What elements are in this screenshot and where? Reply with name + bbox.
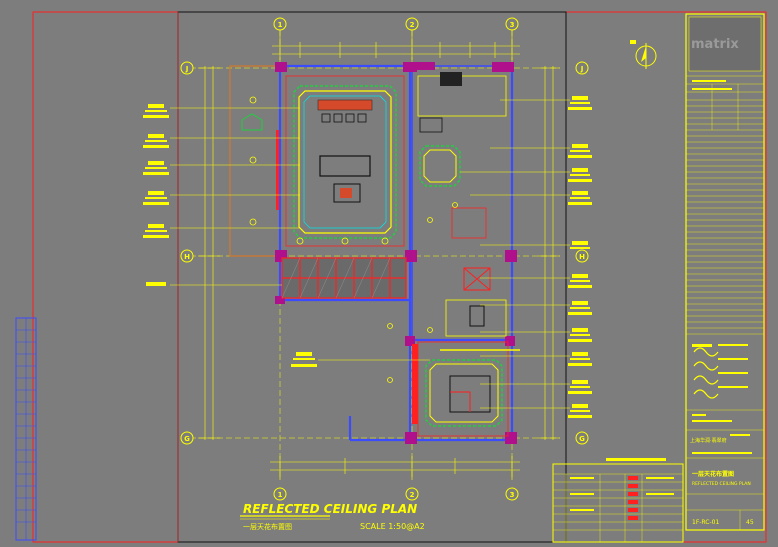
sheet-title-cn: 一层天花布置图 [692, 470, 734, 478]
left-callouts [143, 104, 430, 367]
drawing-title: REFLECTED CEILING PLAN [243, 502, 417, 516]
title-block [685, 13, 765, 531]
grid-label-row-j-left: J [185, 65, 189, 73]
living-room-ceiling [241, 75, 405, 247]
grid-bubble-col-3-bottom [505, 487, 519, 501]
grid-label-col-1-top: 1 [278, 21, 283, 29]
grid-label-row-g-right: G [579, 435, 585, 443]
right-callouts [460, 96, 592, 418]
grid-label-row-g-left: G [184, 435, 190, 443]
grid-bubble-row-h-right [575, 249, 589, 263]
building-walls [275, 62, 517, 444]
grid-label-col-2-top: 2 [410, 21, 415, 29]
grid-label-row-j-right: J [580, 65, 584, 73]
drawing-title-cn: 一层天花布置图 [243, 522, 292, 531]
left-dimensions [198, 66, 220, 440]
sheet-info-table [552, 458, 684, 543]
grid-bubble-row-h-left [180, 249, 194, 263]
grid-label-col-3-top: 3 [510, 21, 515, 29]
grid-label-row-h-right: H [579, 253, 585, 261]
grid-label-col-2-bottom: 2 [410, 491, 415, 499]
grid-bubble-col-3-top [505, 17, 519, 31]
top-dimensions [272, 30, 520, 60]
corridor-lamps [387, 202, 458, 383]
company-logo: matrix [691, 37, 739, 52]
kitchen-ceiling [417, 72, 507, 291]
project-name: 上海华润·翡翠府 [690, 437, 727, 444]
drawing-number: 1F-RC-01 [692, 519, 719, 526]
grid-bubble-col-2-bottom [405, 487, 419, 501]
sheet-title-en: REFLECTED CEILING PLAN [692, 481, 751, 487]
grid-bubble-col-2-top [405, 17, 419, 31]
grid-lines [190, 30, 560, 480]
left-legend-table [15, 317, 37, 541]
grid-label-row-h-left: H [184, 253, 190, 261]
grid-bubble-row-g-right [575, 431, 589, 445]
drawing-scale: SCALE 1:50@A2 [360, 522, 425, 531]
grid-label-col-1-bottom: 1 [278, 491, 283, 499]
bedroom-ceiling [412, 299, 520, 437]
grid-bubbles [180, 17, 589, 501]
bottom-dimensions [270, 456, 520, 480]
sheet-number: 45 [746, 519, 754, 526]
grid-bubble-row-j-right [575, 61, 589, 75]
balcony-outline [229, 65, 281, 257]
north-arrow-icon [630, 40, 657, 69]
grid-label-col-3-bottom: 3 [510, 491, 515, 499]
grid-bubble-col-1-bottom [273, 487, 287, 501]
grid-bubble-col-1-top [273, 17, 287, 31]
storage-strip [281, 257, 407, 299]
grid-bubble-row-j-left [180, 61, 194, 75]
grid-bubble-row-g-left [180, 431, 194, 445]
